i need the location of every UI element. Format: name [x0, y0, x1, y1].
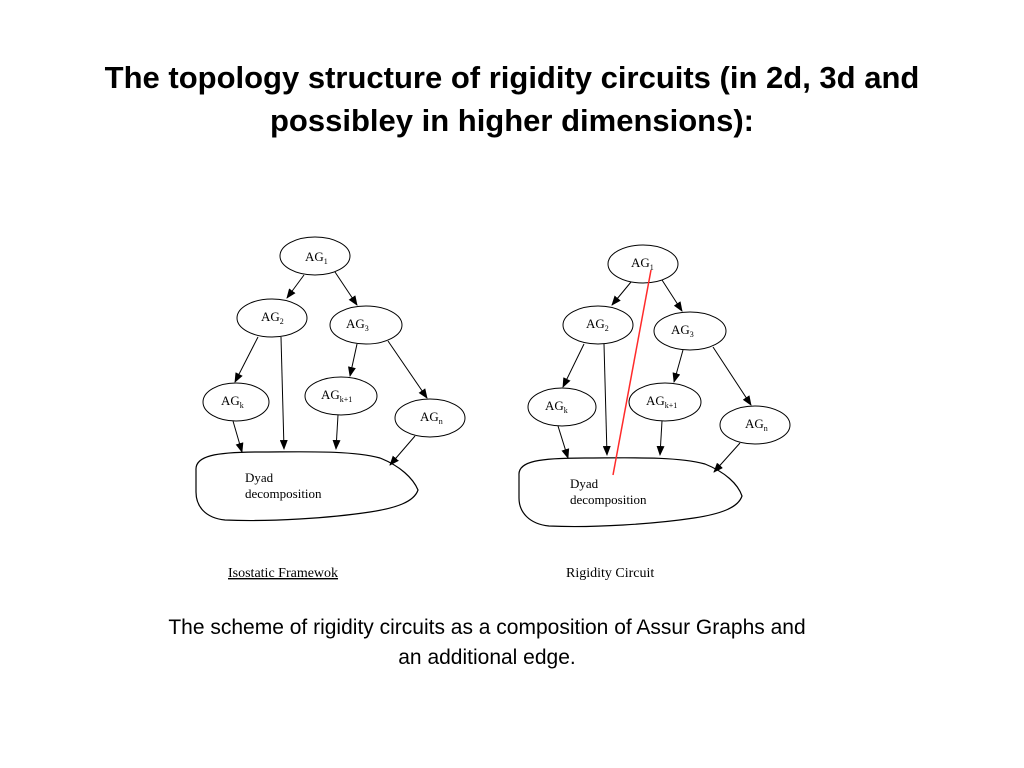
- node-label: AGn: [420, 409, 443, 426]
- blob-label-line1: Dyad: [245, 470, 274, 485]
- node-ag3: [329, 305, 403, 345]
- edge-arrow: [602, 343, 611, 456]
- node-ag1: [279, 236, 351, 276]
- node-label: AG1: [305, 249, 328, 266]
- dyad-decomposition-blob: [518, 457, 743, 528]
- figure-caption: The scheme of rigidity circuits as a com…: [168, 616, 806, 669]
- edge-arrow: [334, 271, 358, 306]
- node-ag2: [562, 305, 634, 345]
- node-agk: [202, 382, 270, 422]
- node-label: AGk+1: [646, 393, 677, 410]
- node-label: AGk: [221, 393, 244, 410]
- edge-arrow: [389, 435, 416, 466]
- node-ag3: [653, 311, 727, 351]
- isostatic-caption: Isostatic Framewok: [228, 566, 338, 581]
- edge-arrow: [713, 442, 741, 473]
- node-label: AG3: [346, 316, 369, 333]
- node-agn: [719, 405, 791, 445]
- edge-arrow: [332, 414, 341, 450]
- node-agk-plus-1: [628, 382, 702, 422]
- edge-arrow: [712, 346, 752, 406]
- node-label: AGk: [545, 398, 568, 415]
- edge-arrow: [279, 336, 288, 450]
- edge-arrow: [348, 343, 358, 377]
- blob-label-line2: decomposition: [570, 492, 647, 507]
- blob-label-line2: decomposition: [245, 486, 322, 501]
- slide-title: The topology structure of rigidity circu…: [104, 60, 920, 138]
- node-label: AG2: [261, 309, 284, 326]
- node-ag2: [236, 298, 308, 338]
- node-label: AGk+1: [321, 387, 352, 404]
- edge-arrow: [562, 343, 585, 388]
- node-label: AG2: [586, 316, 609, 333]
- edge-arrow: [286, 274, 305, 299]
- node-ag1: [607, 244, 679, 284]
- edge-arrow: [232, 420, 244, 453]
- node-agk-plus-1: [304, 376, 378, 416]
- isostatic-diagram: AG1 AG2 AG3 AGk AGk+1 AGn Dyad decomposi…: [195, 236, 466, 581]
- edge-arrow: [672, 349, 684, 383]
- edge-arrow: [656, 420, 665, 456]
- edge-arrow: [661, 279, 683, 312]
- blob-label-line1: Dyad: [570, 476, 599, 491]
- node-agn: [394, 398, 466, 438]
- edge-arrow: [234, 336, 259, 383]
- node-label: AG3: [671, 322, 694, 339]
- node-label: AG1: [631, 255, 654, 272]
- rigidity-diagram: AG1 AG2 AG3 AGk AGk+1 AGn Dyad decomposi…: [518, 244, 791, 581]
- rigidity-caption: Rigidity Circuit: [566, 566, 654, 581]
- additional-edge: [612, 269, 652, 476]
- edge-arrow: [611, 281, 632, 306]
- edge-arrow: [557, 425, 570, 459]
- node-agk: [527, 387, 597, 427]
- edge-arrow: [387, 340, 428, 399]
- dyad-decomposition-blob: [195, 451, 419, 522]
- node-label: AGn: [745, 416, 768, 433]
